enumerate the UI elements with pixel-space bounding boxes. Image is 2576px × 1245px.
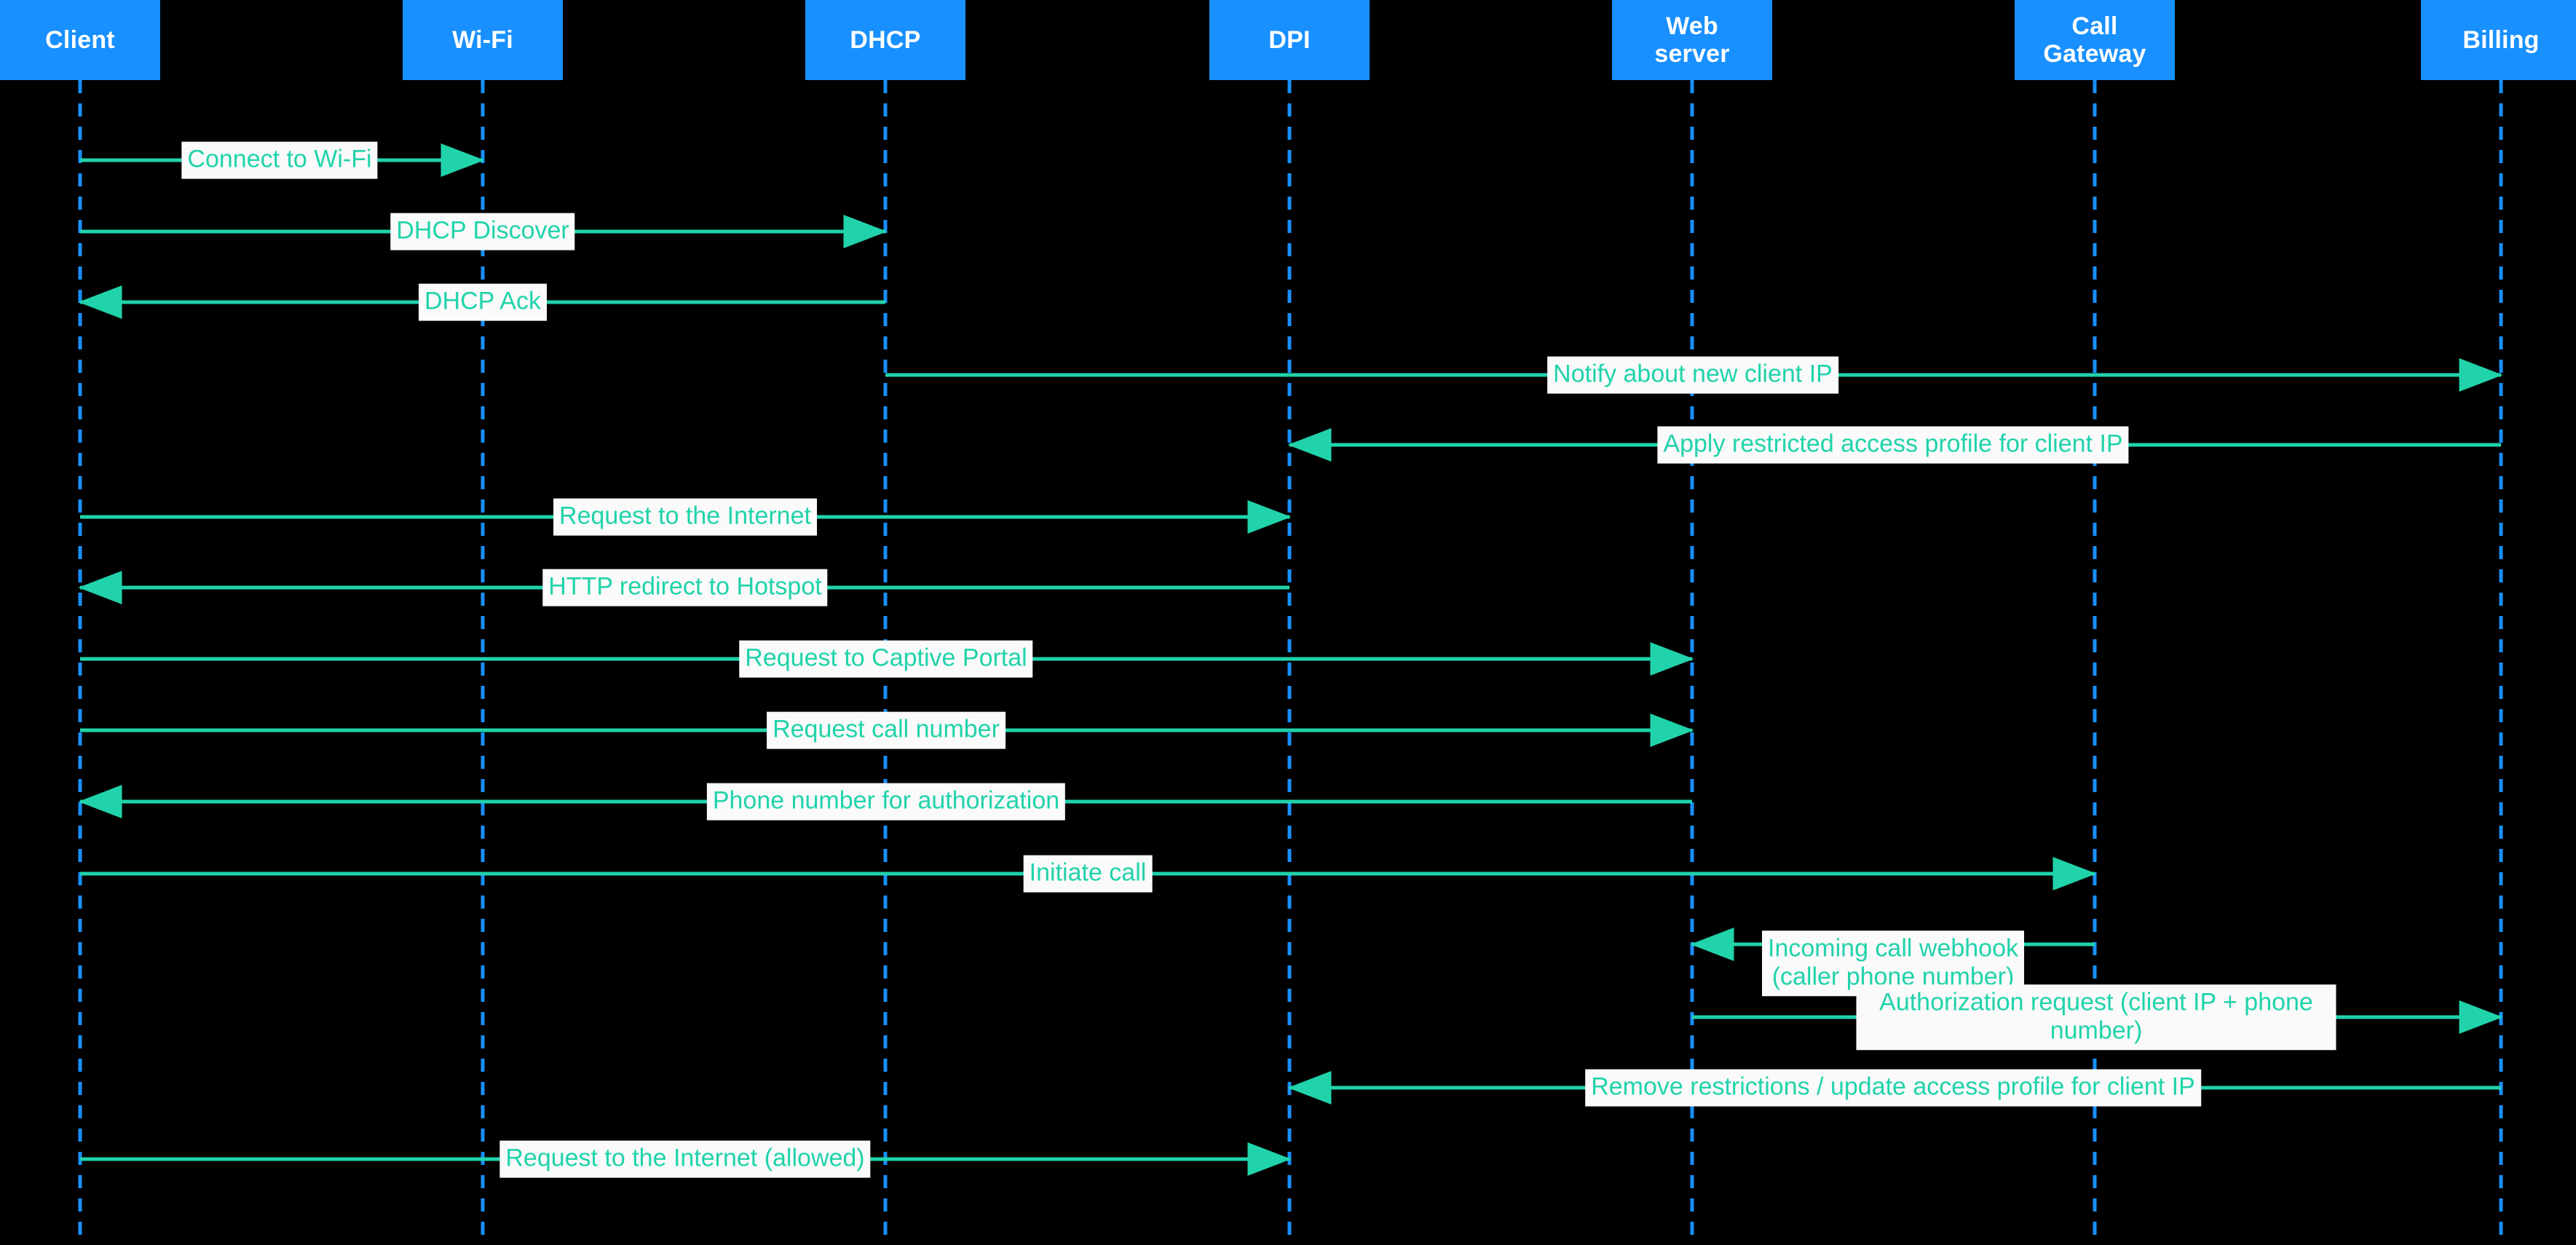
message-label-6: Request to the Internet: [553, 498, 817, 536]
message-label-1: Connect to Wi-Fi: [181, 141, 378, 179]
message-label-9: Request call number: [767, 711, 1005, 749]
message-label-2: DHCP Discover: [390, 213, 575, 250]
message-label-13: Authorization request (client IP + phone…: [1856, 984, 2336, 1050]
message-label-10: Phone number for authorization: [706, 783, 1066, 821]
actor-header-gateway[interactable]: Call Gateway: [2015, 0, 2175, 80]
message-label-3: DHCP Ack: [419, 283, 547, 321]
actor-header-billing[interactable]: Billing: [2421, 0, 2576, 80]
message-label-7: HTTP redirect to Hotspot: [542, 569, 828, 606]
actor-header-wifi[interactable]: Wi-Fi: [403, 0, 563, 80]
actor-header-dhcp[interactable]: DHCP: [805, 0, 965, 80]
actor-header-client[interactable]: Client: [0, 0, 160, 80]
message-label-14: Remove restrictions / update access prof…: [1585, 1069, 2201, 1107]
message-label-4: Notify about new client IP: [1547, 356, 1838, 394]
message-label-8: Request to Captive Portal: [739, 640, 1033, 678]
message-label-11: Initiate call: [1023, 855, 1153, 893]
actor-header-dpi[interactable]: DPI: [1209, 0, 1370, 80]
message-label-15: Request to the Internet (allowed): [499, 1140, 871, 1178]
message-label-5: Apply restricted access profile for clie…: [1657, 426, 2129, 464]
actor-header-web[interactable]: Web server: [1612, 0, 1772, 80]
